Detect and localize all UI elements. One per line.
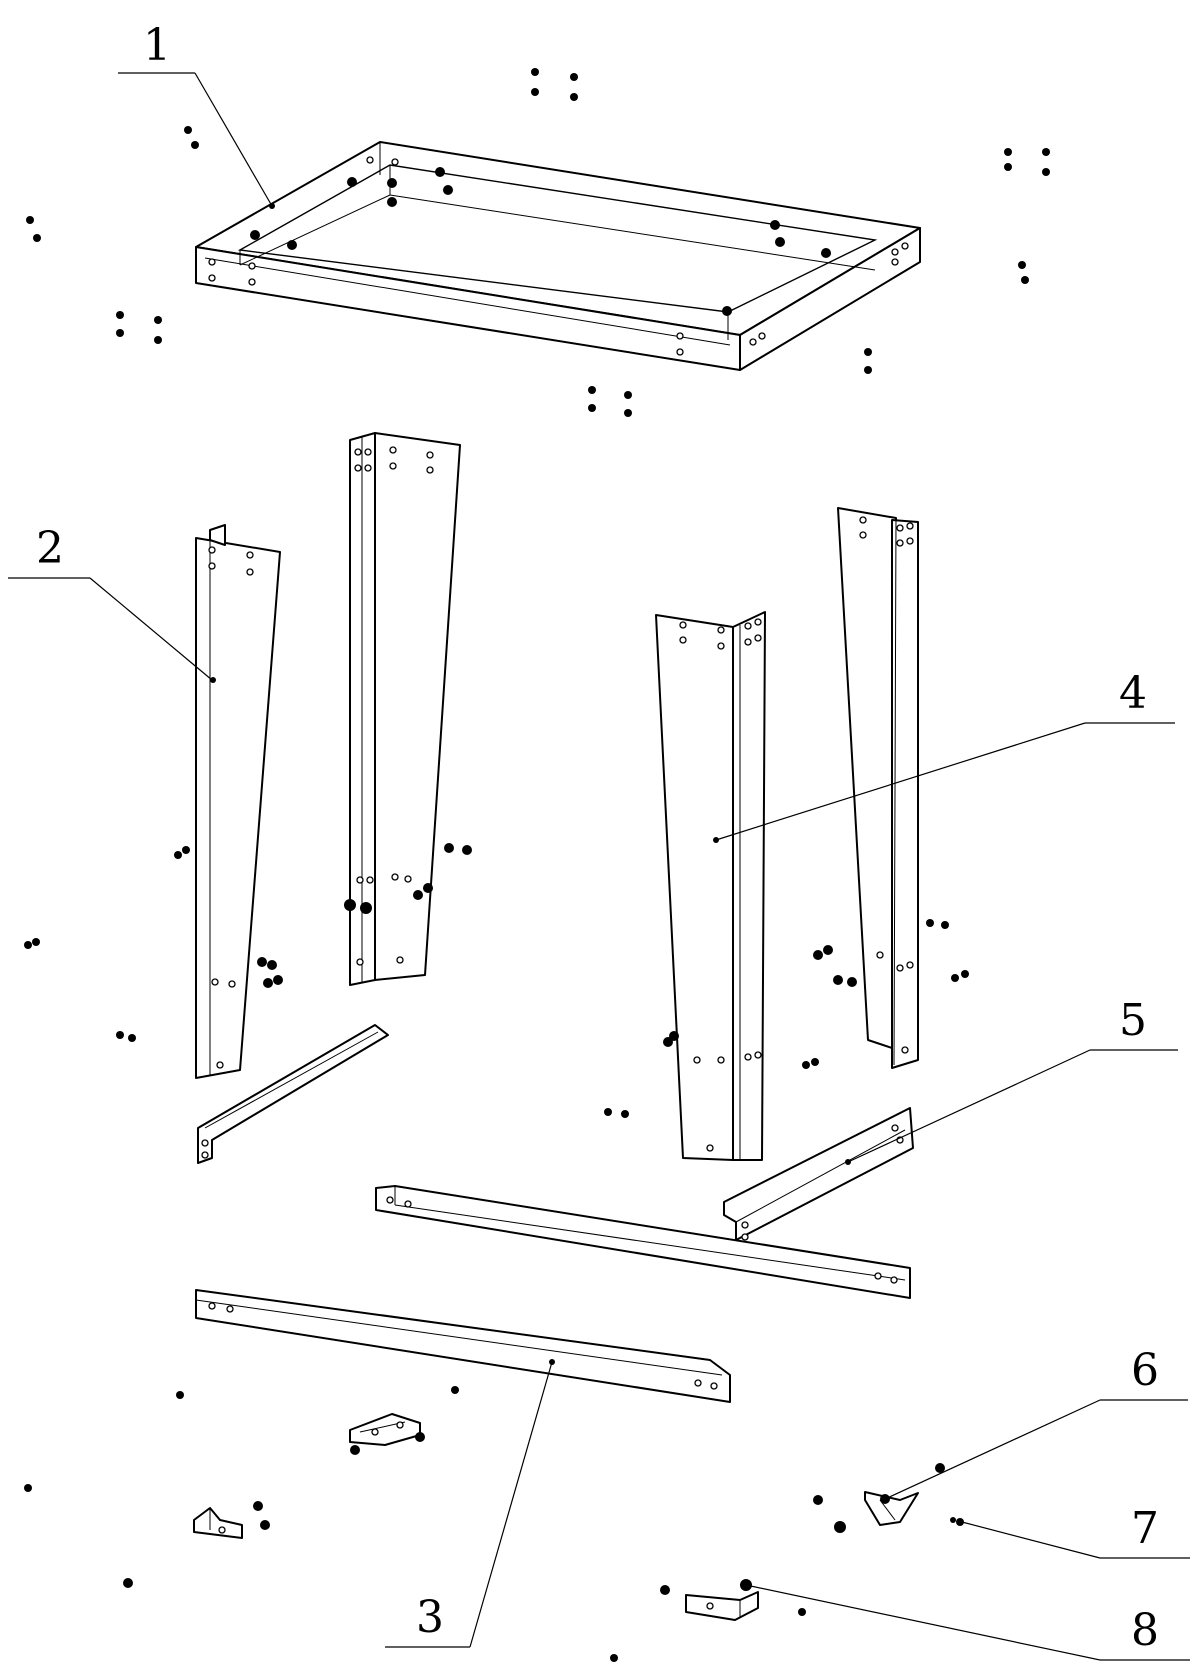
long-brace-front (195, 1289, 731, 1403)
foot-bracket-2 (193, 1507, 243, 1539)
callout-1: 1 (118, 20, 275, 209)
callout-2: 2 (8, 523, 213, 681)
callout-label-1: 1 (143, 20, 171, 71)
callout-7: 7 (961, 1503, 1190, 1559)
callout-label-3: 3 (416, 1592, 444, 1643)
callout-3: 3 (385, 1361, 553, 1648)
leg-back-right (837, 507, 919, 1069)
callout-5: 5 (847, 995, 1178, 1163)
callout-label-4: 4 (1119, 668, 1147, 719)
bottom-hardware (24, 1386, 964, 1662)
callout-label-8: 8 (1131, 1605, 1159, 1656)
callout-label-5: 5 (1119, 995, 1147, 1046)
foot-bracket-4 (685, 1591, 759, 1621)
callout-4: 4 (715, 668, 1175, 841)
side-brace-left (197, 1024, 389, 1164)
callout-label-7: 7 (1131, 1503, 1159, 1554)
callout-label-6: 6 (1131, 1345, 1159, 1396)
leg-back-left (349, 432, 461, 986)
leg-front-left (195, 524, 281, 1079)
callout-8: 8 (745, 1584, 1190, 1661)
top-hardware (26, 68, 1050, 417)
foot-bracket-1 (349, 1413, 425, 1455)
long-brace-back (375, 1185, 911, 1299)
leg-front-right (655, 611, 766, 1161)
side-brace-right (723, 1107, 914, 1241)
foot-bracket-3 (864, 1491, 919, 1526)
callout-label-2: 2 (36, 523, 64, 574)
leg-hardware (24, 843, 969, 1118)
callout-6: 6 (884, 1345, 1188, 1500)
top-frame (195, 141, 921, 371)
